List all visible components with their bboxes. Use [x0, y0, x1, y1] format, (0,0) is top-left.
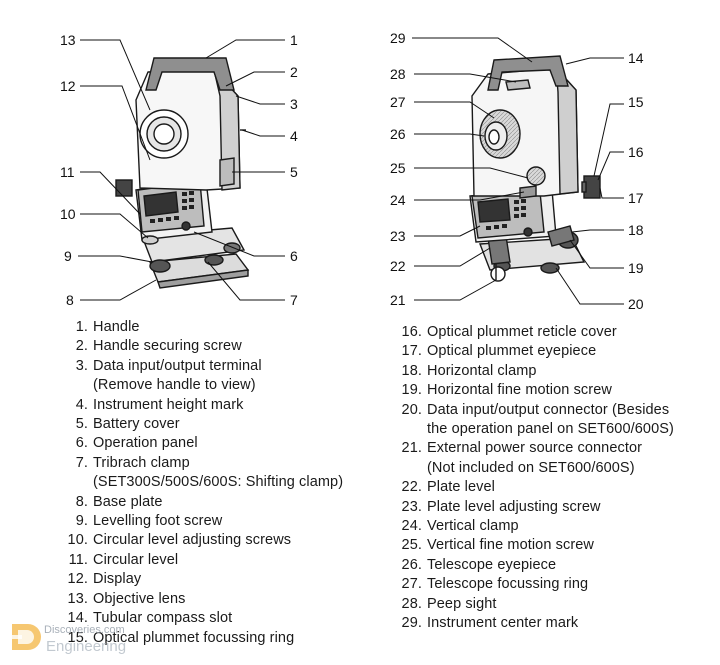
- legend-item: 14.Tubular compass slot: [67, 610, 233, 627]
- callout-26: 26: [390, 126, 406, 142]
- watermark-brand: Engineering: [46, 638, 127, 655]
- callout-3: 3: [290, 96, 298, 112]
- callout-24: 24: [390, 192, 406, 208]
- watermark: Discoveries.com Engineering: [6, 616, 206, 662]
- legend-item: 3.Data input/output terminal: [75, 357, 262, 374]
- callout-1: 1: [290, 32, 298, 48]
- legend-item: 4.Instrument height mark: [75, 396, 244, 413]
- callout-18: 18: [628, 222, 644, 238]
- parts-legend-left: 1.Handle 2.Handle securing screw 3.Data …: [58, 318, 378, 648]
- callout-16: 16: [628, 144, 644, 160]
- legend-item-continuation: (SET300S/500S/600S: Shifting clamp): [93, 474, 344, 491]
- leader-lines-right: [412, 37, 624, 305]
- legend-item: 23.Plate level adjusting screw: [401, 498, 601, 515]
- total-station-diagram: 13 12 11 10 9 8 1 2 3 4 5 6 7: [60, 30, 644, 312]
- callout-22: 22: [390, 258, 406, 274]
- instrument-front-view: [115, 57, 250, 289]
- callout-23: 23: [390, 228, 406, 244]
- legend-item: 19.Horizontal fine motion screw: [401, 382, 612, 399]
- callout-13: 13: [60, 32, 76, 48]
- callout-11: 11: [60, 164, 75, 180]
- parts-legend-right: 16.Optical plummet reticle cover 17.Opti…: [392, 323, 712, 634]
- legend-item: 29.Instrument center mark: [401, 615, 579, 632]
- legend-item: 1.Handle: [75, 319, 140, 335]
- watermark-site: Discoveries.com: [44, 624, 125, 636]
- legend-item: 27.Telescope focussing ring: [401, 576, 589, 593]
- callout-21: 21: [390, 292, 406, 308]
- callout-20: 20: [628, 296, 644, 312]
- legend-item: 9.Levelling foot screw: [75, 513, 223, 530]
- callout-15: 15: [628, 94, 644, 110]
- legend-item: 13.Objective lens: [67, 590, 186, 607]
- legend-item: 20.Data input/output connector (Besides: [401, 401, 670, 418]
- legend-item-continuation: the operation panel on SET600/600S): [427, 421, 674, 438]
- callout-9: 9: [64, 248, 72, 264]
- legend-item: 2.Handle securing screw: [75, 338, 242, 355]
- callouts-right: 29 28 27 26 25 24 23 22 21 14 15 16 17 1…: [390, 30, 644, 312]
- callout-12: 12: [60, 78, 76, 94]
- callout-27: 27: [390, 94, 406, 110]
- callout-29: 29: [390, 30, 406, 46]
- legend-item: 8.Base plate: [75, 493, 163, 510]
- callout-28: 28: [390, 66, 406, 82]
- legend-item-continuation: (Remove handle to view): [93, 377, 256, 394]
- callout-17: 17: [628, 190, 644, 206]
- legend-item-continuation: (Not included on SET600/600S): [427, 459, 635, 476]
- legend-item: 22.Plate level: [401, 479, 495, 496]
- callout-7: 7: [290, 292, 298, 308]
- leader-lines-left: [78, 39, 285, 301]
- callout-25: 25: [390, 160, 406, 176]
- instrument-rear-view: [469, 55, 601, 282]
- legend-item: 11.Circular level: [68, 551, 179, 568]
- callout-6: 6: [290, 248, 298, 264]
- callout-8: 8: [66, 292, 74, 308]
- legend-item: 26.Telescope eyepiece: [401, 556, 557, 573]
- legend-item: 18.Horizontal clamp: [401, 362, 537, 379]
- legend-item: 16.Optical plummet reticle cover: [401, 324, 617, 340]
- legend-item: 6.Operation panel: [75, 435, 198, 452]
- callouts-left: 13 12 11 10 9 8 1 2 3 4 5 6 7: [60, 32, 298, 308]
- legend-item: 10.Circular level adjusting screws: [67, 532, 292, 549]
- legend-item: 21.External power source connector: [401, 440, 643, 457]
- legend-item: 5.Battery cover: [75, 416, 180, 433]
- legend-item: 28.Peep sight: [401, 595, 497, 612]
- callout-5: 5: [290, 164, 298, 180]
- callout-4: 4: [290, 128, 298, 144]
- legend-item: 7.Tribrach clamp: [75, 454, 190, 471]
- callout-14: 14: [628, 50, 644, 66]
- legend-item: 15.Optical plummet focussing ring: [67, 629, 295, 646]
- callout-2: 2: [290, 64, 298, 80]
- legend-item: 17.Optical plummet eyepiece: [401, 343, 597, 360]
- callout-10: 10: [60, 206, 76, 222]
- legend-item: 25.Vertical fine motion screw: [401, 537, 594, 554]
- callout-19: 19: [628, 260, 644, 276]
- ed-logo-icon: [12, 624, 41, 650]
- legend-item: 24.Vertical clamp: [401, 518, 519, 535]
- legend-item: 12.Display: [67, 571, 142, 588]
